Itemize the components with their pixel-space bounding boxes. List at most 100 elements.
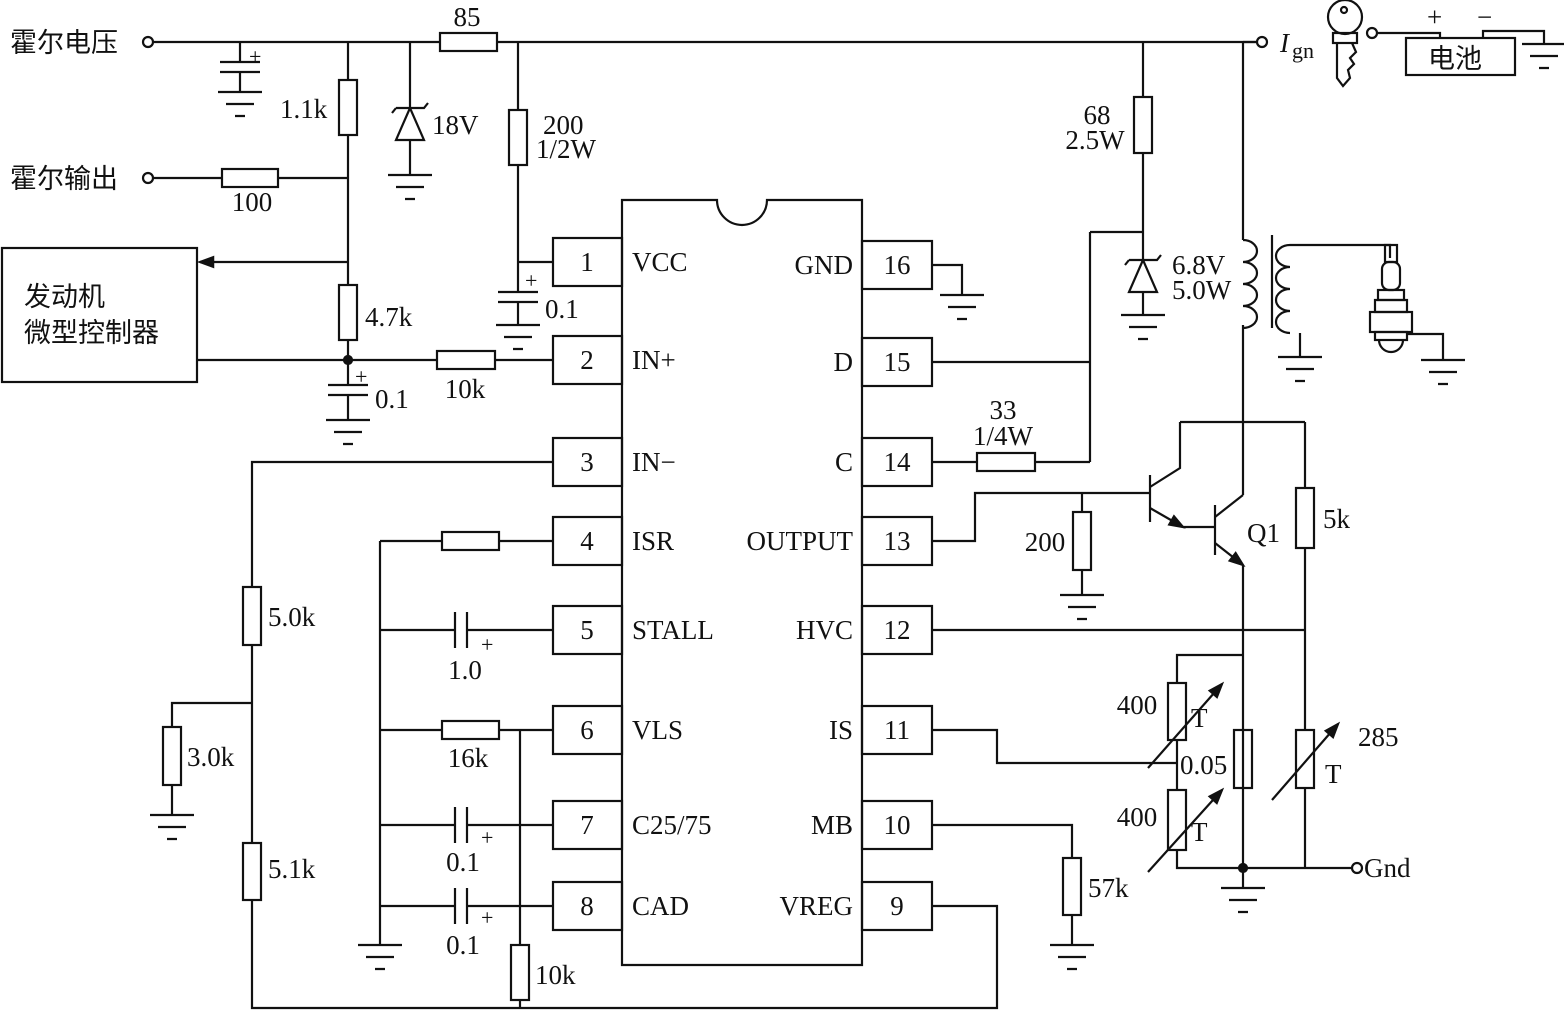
- ignition-label-sub: gn: [1292, 38, 1314, 63]
- zener-bar: [1124, 254, 1162, 266]
- pin-number: 1: [580, 247, 594, 277]
- thermistor-arrow-head: [1207, 681, 1225, 699]
- ic-pin-15: 15 D: [834, 336, 934, 388]
- r57k-label: 57k: [1088, 873, 1129, 903]
- resistor: [1132, 95, 1154, 155]
- pin-box: [860, 880, 934, 932]
- wire: [1149, 422, 1182, 488]
- pin-name: GND: [795, 250, 854, 280]
- pin-box: [860, 704, 934, 756]
- ground-icon: [326, 418, 370, 446]
- pin-name: CAD: [632, 891, 689, 921]
- resistor: [241, 841, 263, 902]
- wire: [1407, 332, 1445, 360]
- r68-label: 68: [1084, 100, 1111, 130]
- cap-plus: +: [481, 905, 493, 930]
- resistor: [220, 167, 280, 189]
- hall-output-label: 霍尔输出: [10, 164, 118, 195]
- battery-label: 电池: [1428, 44, 1482, 75]
- pin-box: [860, 604, 934, 656]
- r10k-in-label: 10k: [445, 374, 486, 404]
- pin-name: ISR: [632, 526, 674, 556]
- resistor: [440, 530, 501, 552]
- c8-label: 0.1: [446, 930, 480, 960]
- hall-voltage-terminal: [141, 35, 155, 49]
- ic-body: [620, 198, 864, 967]
- ignition-label: I: [1279, 28, 1291, 58]
- pin-name: D: [834, 347, 854, 377]
- ground-icon: [940, 293, 984, 321]
- wire: [1290, 243, 1392, 258]
- wire: [1214, 494, 1244, 518]
- controller-label-line1: 发动机: [24, 282, 105, 313]
- capacitor: [498, 290, 538, 304]
- q1-label: Q1: [1247, 518, 1280, 548]
- resistor: [337, 283, 359, 342]
- thermistor-arrow: [1271, 723, 1339, 801]
- spark-plug-hex: [1368, 310, 1414, 334]
- pin-box: [860, 239, 934, 291]
- hall-voltage-label: 霍尔电压: [10, 28, 118, 59]
- wire: [932, 823, 1074, 858]
- pin-name: IS: [829, 715, 853, 745]
- wire: [250, 460, 553, 587]
- ground-icon: [1121, 313, 1165, 341]
- thermistor-arrow-head: [1207, 787, 1225, 805]
- spark-plug-tip: [1377, 339, 1405, 354]
- wire: [250, 900, 999, 1010]
- pin-box: [551, 334, 624, 386]
- ic-pin-14: 14C: [835, 436, 934, 488]
- pin-name: C25/75: [632, 810, 712, 840]
- r5-1k-label: 5.1k: [268, 854, 316, 884]
- signal-arrow-head: [196, 255, 215, 269]
- wire: [1175, 850, 1352, 870]
- spark-plug-thread: [1373, 330, 1409, 342]
- pin-box: [551, 704, 624, 756]
- pin-box: [551, 604, 624, 656]
- r200-power-label: 1/2W: [536, 134, 597, 164]
- pin-number: 15: [884, 347, 911, 377]
- c-stall-label: 1.0: [448, 655, 482, 685]
- hall-output-terminal: [141, 171, 155, 185]
- pin-number: 3: [580, 447, 594, 477]
- resistor: [1294, 728, 1316, 790]
- ground-icon: [496, 323, 540, 351]
- resistor: [1071, 510, 1093, 572]
- resistor: [438, 31, 499, 53]
- pin-number: 14: [884, 447, 912, 477]
- thermistor-arrow: [1147, 683, 1223, 769]
- spark-plug-insulator: [1380, 260, 1402, 292]
- ic-pin-11: 11 IS: [829, 704, 934, 756]
- c-vcc-label: 0.1: [545, 294, 579, 324]
- pin-box: [860, 515, 934, 567]
- thermistor-mark: T: [1325, 759, 1342, 789]
- thermistor-mark: T: [1191, 817, 1208, 847]
- gnd-terminal-label: Gnd: [1364, 853, 1411, 883]
- resistor: [975, 451, 1037, 473]
- r100-label: 100: [232, 187, 273, 217]
- battery-icon: [1404, 36, 1517, 77]
- ignition-coil-primary: [1242, 238, 1259, 330]
- ground-icon: [388, 173, 432, 201]
- ground-icon: [150, 813, 194, 841]
- pin-box: [860, 436, 934, 488]
- pin-number: 11: [884, 715, 910, 745]
- pin-name: IN−: [632, 447, 676, 477]
- capacitor: [453, 807, 469, 843]
- pin-name: OUTPUT: [747, 526, 854, 556]
- pin-number: 10: [884, 810, 911, 840]
- z6-8-label: 6.8V: [1172, 250, 1226, 280]
- ignition-coil-secondary: [1274, 243, 1291, 335]
- zener-diode-icon: [394, 105, 426, 142]
- key-hole: [1339, 5, 1349, 15]
- key-collar: [1331, 31, 1359, 45]
- battery-plus: +: [1427, 2, 1442, 32]
- pin-number: 6: [580, 715, 594, 745]
- resistor: [241, 585, 263, 647]
- resistor: [1166, 681, 1188, 742]
